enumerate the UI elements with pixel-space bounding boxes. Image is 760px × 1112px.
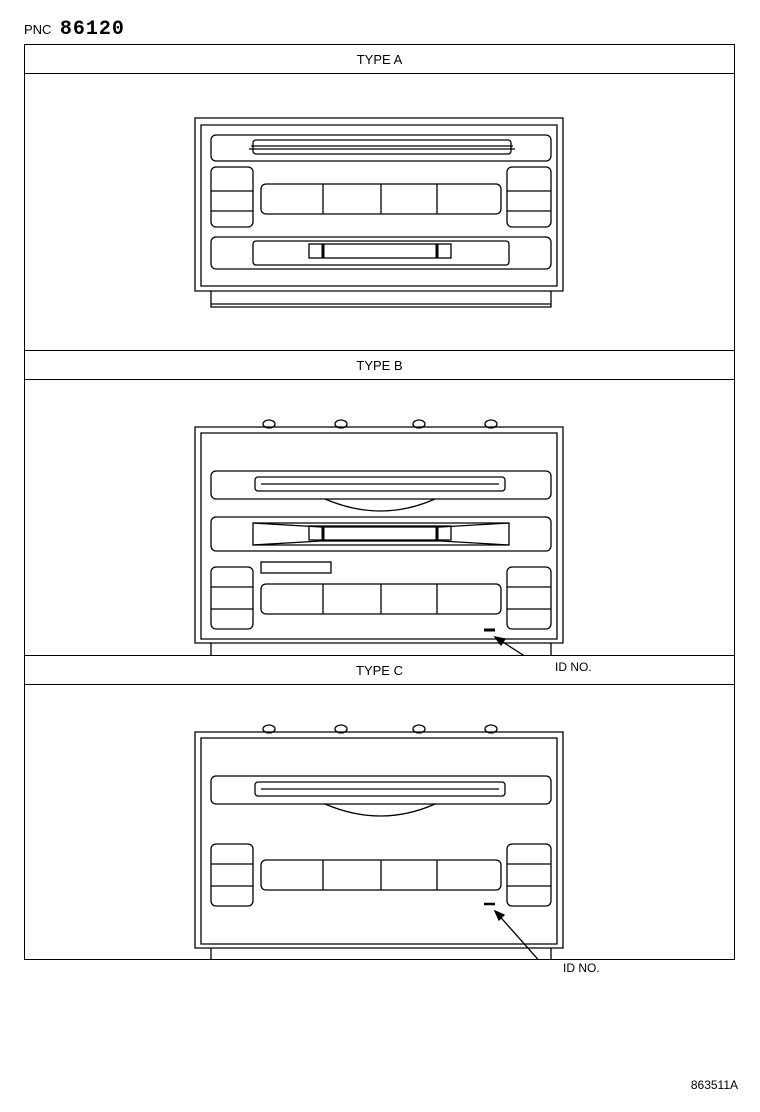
id-no-callout-type-c: ID NO.: [563, 961, 600, 975]
panel-title-type-c: TYPE C: [25, 656, 734, 685]
panel-title-type-a: TYPE A: [25, 45, 734, 74]
panel-type-b: TYPE B: [25, 350, 734, 674]
pnc-number: 86120: [59, 18, 125, 41]
id-no-callout-type-b: ID NO.: [555, 660, 592, 674]
panel-type-c: TYPE C: [25, 655, 734, 975]
pnc-label: PNC: [24, 22, 52, 37]
pnc-header: PNC 86120: [24, 18, 125, 41]
radio-type-b-drawing: [194, 419, 564, 656]
diagram-frame: TYPE A: [24, 44, 735, 975]
panel-title-type-b: TYPE B: [25, 351, 734, 380]
figure-code: 863511A: [690, 1078, 738, 1092]
radio-type-a-drawing: [194, 117, 564, 308]
radio-type-c-drawing: [194, 724, 564, 960]
panel-type-a: TYPE A: [25, 45, 734, 350]
